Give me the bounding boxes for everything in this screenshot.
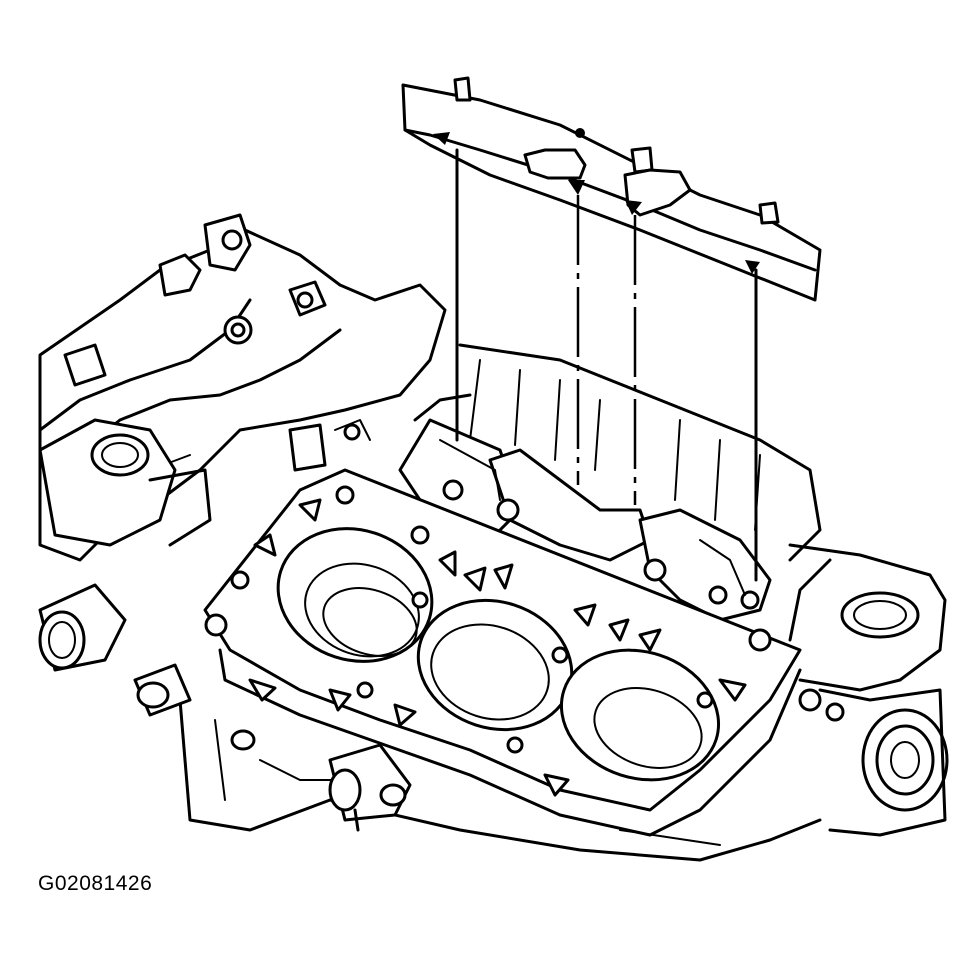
valley-cover	[401, 76, 822, 302]
figure-id-label: G02081426	[38, 872, 153, 895]
engine-block	[38, 213, 949, 862]
head-gasket	[203, 419, 802, 837]
alignment-lines	[455, 148, 758, 582]
